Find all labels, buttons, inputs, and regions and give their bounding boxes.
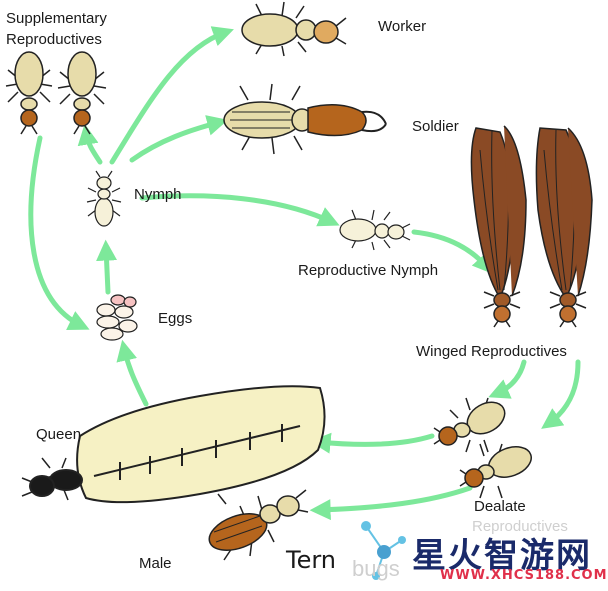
- winged-reproductive-right: [535, 127, 593, 328]
- dealate-reproductive-upper: [433, 397, 506, 453]
- arrow-nymph-to-supplementary: [77, 123, 103, 165]
- arrow-reproductive-nymph-to-winged: [411, 229, 494, 275]
- arrow-winged-to-dealate-right: [541, 359, 581, 429]
- arrow-nymph-to-worker: [109, 26, 234, 165]
- winged-reproductive-left: [470, 125, 527, 328]
- arrow-nymph-to-soldier: [129, 115, 229, 163]
- label-supplementary-reproductives-line2: Reproductives: [6, 31, 102, 48]
- label-soldier: Soldier: [412, 118, 459, 135]
- arrow-dealate-to-queen: [309, 432, 435, 454]
- arrow-supplementary-to-eggs: [28, 135, 90, 330]
- label-nymph: Nymph: [134, 186, 182, 203]
- dealate-reproductive-lower: [459, 443, 532, 499]
- supplementary-reproductive-left: [5, 51, 53, 135]
- watermark-main-text: 星火智游网: [412, 536, 592, 576]
- worker-termite: [241, 1, 347, 57]
- label-supplementary-reproductives-line1: Supplementary: [6, 10, 107, 27]
- title-fragment: Tern: [286, 546, 337, 574]
- label-worker: Worker: [378, 18, 427, 35]
- label-queen: Queen: [36, 426, 82, 443]
- soldier-termite: [223, 83, 387, 155]
- cycle-arrows: [28, 26, 581, 521]
- label-eggs: Eggs: [158, 310, 193, 327]
- egg-cluster: [96, 294, 138, 341]
- label-winged-reproductives: Winged Reproductives: [416, 343, 567, 360]
- watermark-faded-text: bugs: [352, 556, 400, 581]
- label-dealate-line1: Dealate: [474, 498, 526, 515]
- queen-termite: [21, 385, 326, 504]
- label-reproductive-nymph: Reproductive Nymph: [298, 262, 439, 279]
- termite-life-cycle-diagram: Supplementary Reproductives Worker Soldi…: [5, 1, 607, 583]
- arrow-winged-to-dealate-left: [488, 359, 527, 399]
- watermark-logo-icon: [361, 521, 406, 580]
- male-termite: [208, 489, 309, 561]
- arrow-dealate-to-male: [309, 485, 473, 521]
- supplementary-reproductive-right: [57, 51, 107, 135]
- diagram-canvas: [5, 1, 593, 580]
- label-male: Male: [139, 555, 172, 572]
- arrow-nymph-to-reproductive-nymph: [139, 193, 340, 227]
- nymph-termite: [86, 170, 122, 227]
- arrow-queen-to-eggs: [116, 339, 149, 407]
- label-dealate-line2: Reproductives: [472, 518, 568, 535]
- arrow-eggs-to-nymph: [96, 239, 118, 295]
- reproductive-nymph-termite: [339, 209, 411, 251]
- watermark-sub-text: WWW.XHCS188.COM: [440, 568, 608, 583]
